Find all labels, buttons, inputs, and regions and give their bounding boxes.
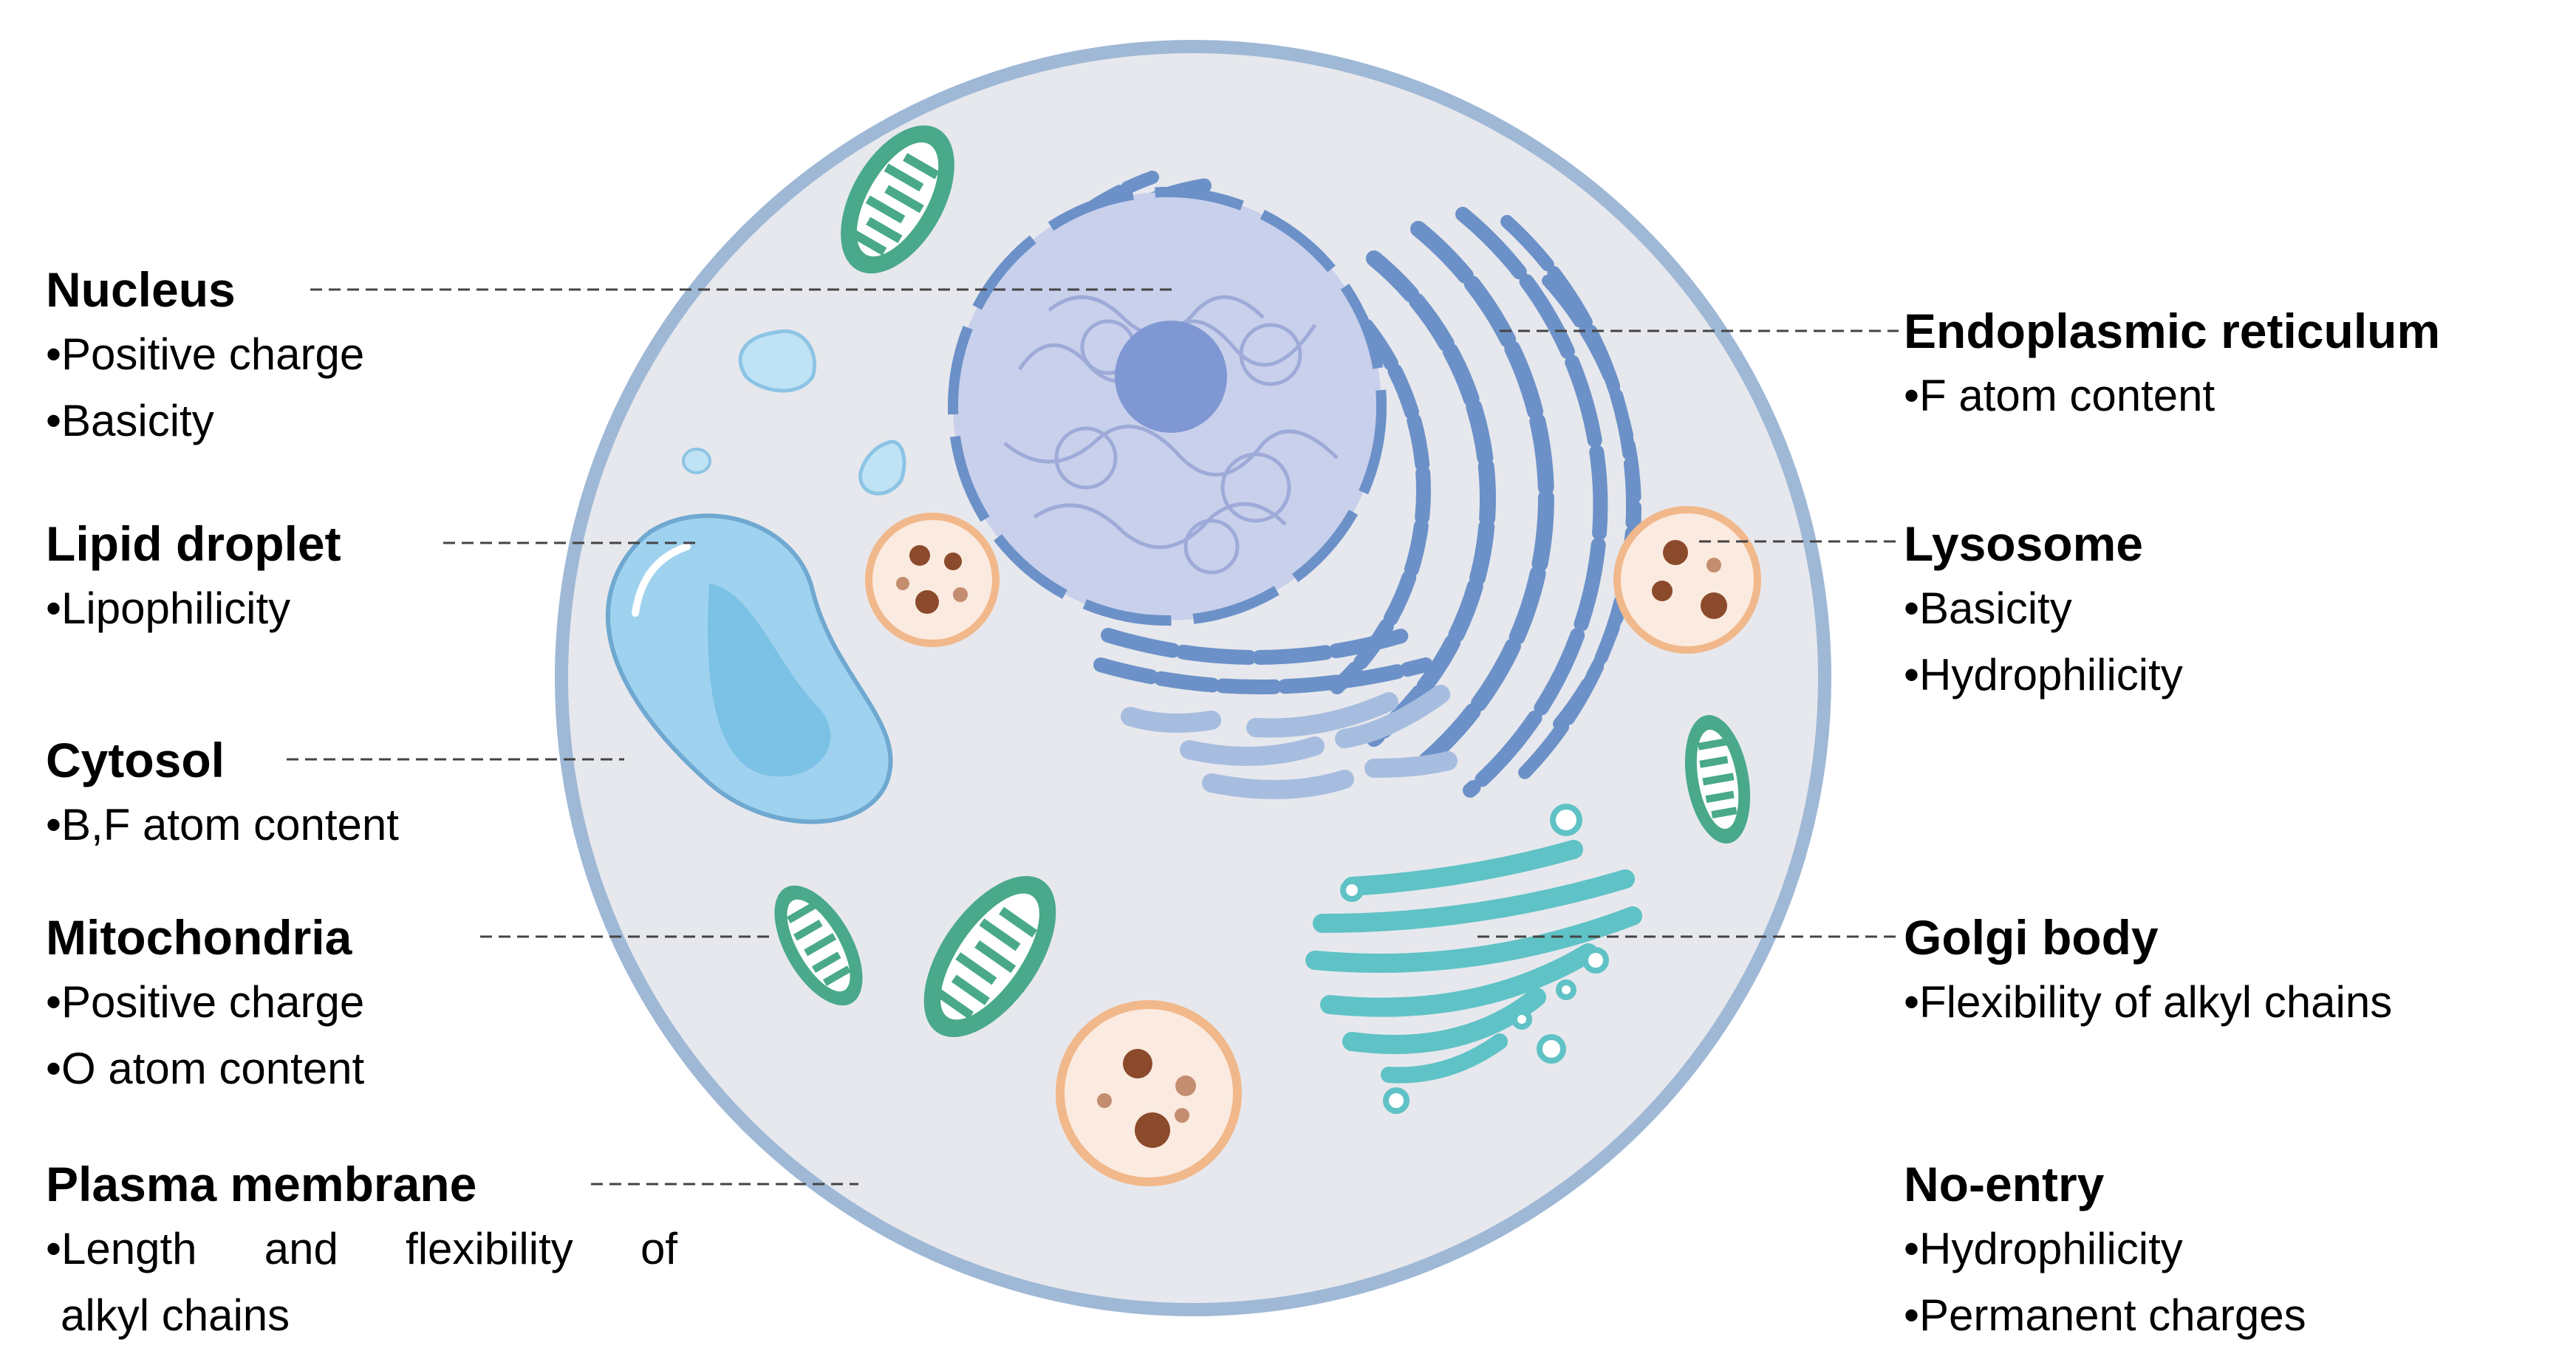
mitochondria-prop-1: •Positive charge bbox=[46, 977, 365, 1027]
vesicle-1 bbox=[738, 329, 817, 393]
lipid-highlight bbox=[632, 543, 691, 617]
lysosome-3 bbox=[1056, 1000, 1242, 1186]
lysosome-prop-1: •Basicity bbox=[1904, 584, 2072, 633]
mitochondrion-2 bbox=[923, 876, 1056, 1037]
mitochondria-title: Mitochondria bbox=[46, 910, 352, 965]
golgi-vesicles bbox=[1340, 804, 1609, 1114]
mitochondrion-1 bbox=[841, 125, 954, 274]
golgi-prop-1: •Flexibility of alkyl chains bbox=[1904, 977, 2393, 1027]
lysosome-1 bbox=[865, 513, 1000, 647]
golgi-title: Golgi body bbox=[1904, 910, 2159, 965]
lipid-droplet-shade bbox=[708, 584, 831, 777]
nucleolus bbox=[1115, 321, 1227, 433]
lipid-droplet-prop-1: •Lipophilicity bbox=[46, 584, 291, 633]
label-mitochondria: Mitochondria •Positive charge •O atom co… bbox=[46, 906, 364, 1102]
er-title: Endoplasmic reticulum bbox=[1904, 304, 2441, 358]
label-no-entry: No-entry •Hydrophilicity •Permanent char… bbox=[1904, 1152, 2306, 1349]
nucleus-prop-1: •Positive charge bbox=[46, 329, 365, 379]
cytosol-title: Cytosol bbox=[46, 733, 225, 787]
no-entry-title: No-entry bbox=[1904, 1157, 2105, 1211]
nucleus-title: Nucleus bbox=[46, 262, 236, 317]
plasma-membrane-title: Plasma membrane bbox=[46, 1157, 477, 1211]
label-plasma-membrane: Plasma membrane •Length and flexibility … bbox=[46, 1152, 677, 1349]
nucleus-prop-2: •Basicity bbox=[46, 396, 214, 445]
plasma-membrane-prop-1: •Length and flexibility of bbox=[46, 1224, 677, 1273]
cytosol-prop-1: •B,F atom content bbox=[46, 800, 399, 849]
nuclear-envelope bbox=[948, 187, 1387, 626]
label-lysosome: Lysosome •Basicity •Hydrophilicity bbox=[1904, 512, 2183, 708]
mitochondrion-3 bbox=[774, 885, 863, 1006]
label-nucleus: Nucleus •Positive charge •Basicity bbox=[46, 258, 364, 454]
label-lipid-droplet: Lipid droplet •Lipophilicity bbox=[46, 512, 341, 642]
no-entry-prop-1: •Hydrophilicity bbox=[1904, 1224, 2183, 1273]
vesicle-3 bbox=[682, 448, 711, 474]
lysosome-title: Lysosome bbox=[1904, 516, 2144, 571]
mitochondrion-4 bbox=[1684, 715, 1751, 844]
label-cytosol: Cytosol •B,F atom content bbox=[46, 728, 399, 858]
label-endoplasmic-reticulum: Endoplasmic reticulum •F atom content bbox=[1904, 299, 2440, 429]
lysosome-2 bbox=[1613, 506, 1761, 654]
er-prop-1: •F atom content bbox=[1904, 371, 2215, 420]
label-golgi-body: Golgi body •Flexibility of alkyl chains bbox=[1904, 906, 2392, 1036]
no-entry-prop-2: •Permanent charges bbox=[1904, 1290, 2306, 1340]
vesicle-2 bbox=[858, 440, 906, 496]
lipid-droplet-title: Lipid droplet bbox=[46, 516, 341, 571]
leader-lines bbox=[287, 288, 1899, 1186]
mitochondria-prop-2: •O atom content bbox=[46, 1044, 365, 1093]
lysosome-prop-2: •Hydrophilicity bbox=[1904, 650, 2183, 700]
plasma-membrane-prop-2: alkyl chains bbox=[61, 1290, 290, 1340]
smooth-er bbox=[1121, 685, 1458, 799]
